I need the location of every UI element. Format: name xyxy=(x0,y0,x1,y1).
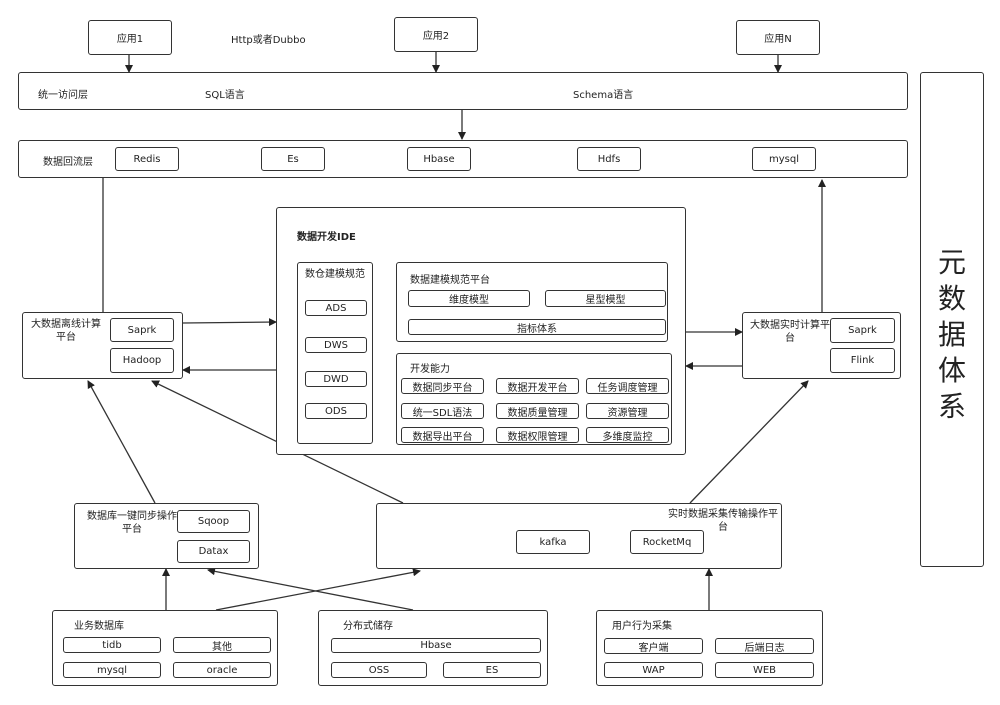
dev-monitor[interactable]: 多维度监控 xyxy=(586,427,669,443)
reflux-layer-title: 数据回流层 xyxy=(43,157,93,168)
dev-sync[interactable]: 数据同步平台 xyxy=(401,378,484,394)
app-1[interactable]: 应用1 xyxy=(88,20,172,55)
realtime-spark[interactable]: Saprk xyxy=(830,318,895,343)
db-sync-sqoop[interactable]: Sqoop xyxy=(177,510,250,533)
layer-ods[interactable]: ODS xyxy=(305,403,367,419)
reflux-redis[interactable]: Redis xyxy=(115,147,179,171)
user-behavior-title: 用户行为采集 xyxy=(612,621,672,632)
reflux-mysql[interactable]: mysql xyxy=(752,147,816,171)
layer-dws[interactable]: DWS xyxy=(305,337,367,353)
dev-quality[interactable]: 数据质量管理 xyxy=(496,403,579,419)
dev-schedule[interactable]: 任务调度管理 xyxy=(586,378,669,394)
behavior-backend-log[interactable]: 后端日志 xyxy=(715,638,814,654)
access-layer-title: 统一访问层 xyxy=(38,90,88,101)
dev-title: 开发能力 xyxy=(410,364,450,375)
storage-oss[interactable]: OSS xyxy=(331,662,427,678)
metadata-title: 元数据体系 xyxy=(937,246,966,423)
layer-dwd[interactable]: DWD xyxy=(305,371,367,387)
modeling-dimension[interactable]: 维度模型 xyxy=(408,290,530,307)
db-sync-title: 数据库一键同步操作平台 xyxy=(87,511,177,535)
modeling-metrics[interactable]: 指标体系 xyxy=(408,319,666,335)
biz-db-title: 业务数据库 xyxy=(74,621,124,632)
reflux-es[interactable]: Es xyxy=(261,147,325,171)
offline-compute-title: 大数据离线计算平台 xyxy=(31,319,101,343)
storage-es[interactable]: ES xyxy=(443,662,541,678)
access-layer-schema: Schema语言 xyxy=(573,90,634,101)
app-2[interactable]: 应用2 xyxy=(394,17,478,52)
realtime-collect-title: 实时数据采集传输操作平台 xyxy=(668,509,778,533)
metadata-panel xyxy=(920,72,984,567)
reflux-hbase[interactable]: Hbase xyxy=(407,147,471,171)
modeling-star[interactable]: 星型模型 xyxy=(545,290,666,307)
offline-spark[interactable]: Saprk xyxy=(110,318,174,342)
dev-sdl[interactable]: 统一SDL语法 xyxy=(401,403,484,419)
biz-db-tidb[interactable]: tidb xyxy=(63,637,161,653)
biz-db-mysql[interactable]: mysql xyxy=(63,662,161,678)
dist-storage-title: 分布式储存 xyxy=(343,621,393,632)
collect-kafka[interactable]: kafka xyxy=(516,530,590,554)
collect-rocketmq[interactable]: RocketMq xyxy=(630,530,704,554)
warehouse-title: 数仓建模规范 xyxy=(305,269,365,280)
protocol-label: Http或者Dubbo xyxy=(231,35,306,46)
access-layer-sql: SQL语言 xyxy=(205,90,245,101)
ide-title: 数据开发IDE xyxy=(297,232,356,243)
dev-permission[interactable]: 数据权限管理 xyxy=(496,427,579,443)
dev-develop[interactable]: 数据开发平台 xyxy=(496,378,579,394)
access-layer xyxy=(18,72,908,110)
reflux-hdfs[interactable]: Hdfs xyxy=(577,147,641,171)
app-n[interactable]: 应用N xyxy=(736,20,820,55)
modeling-title: 数据建模规范平台 xyxy=(410,275,490,286)
offline-hadoop[interactable]: Hadoop xyxy=(110,348,174,373)
dev-export[interactable]: 数据导出平台 xyxy=(401,427,484,443)
behavior-web[interactable]: WEB xyxy=(715,662,814,678)
biz-db-other[interactable]: 其他 xyxy=(173,637,271,653)
storage-hbase[interactable]: Hbase xyxy=(331,638,541,653)
biz-db-oracle[interactable]: oracle xyxy=(173,662,271,678)
db-sync-datax[interactable]: Datax xyxy=(177,540,250,563)
behavior-wap[interactable]: WAP xyxy=(604,662,703,678)
layer-ads[interactable]: ADS xyxy=(305,300,367,316)
realtime-flink[interactable]: Flink xyxy=(830,348,895,373)
realtime-compute-title: 大数据实时计算平台 xyxy=(750,320,830,344)
dev-resource[interactable]: 资源管理 xyxy=(586,403,669,419)
behavior-client[interactable]: 客户端 xyxy=(604,638,703,654)
